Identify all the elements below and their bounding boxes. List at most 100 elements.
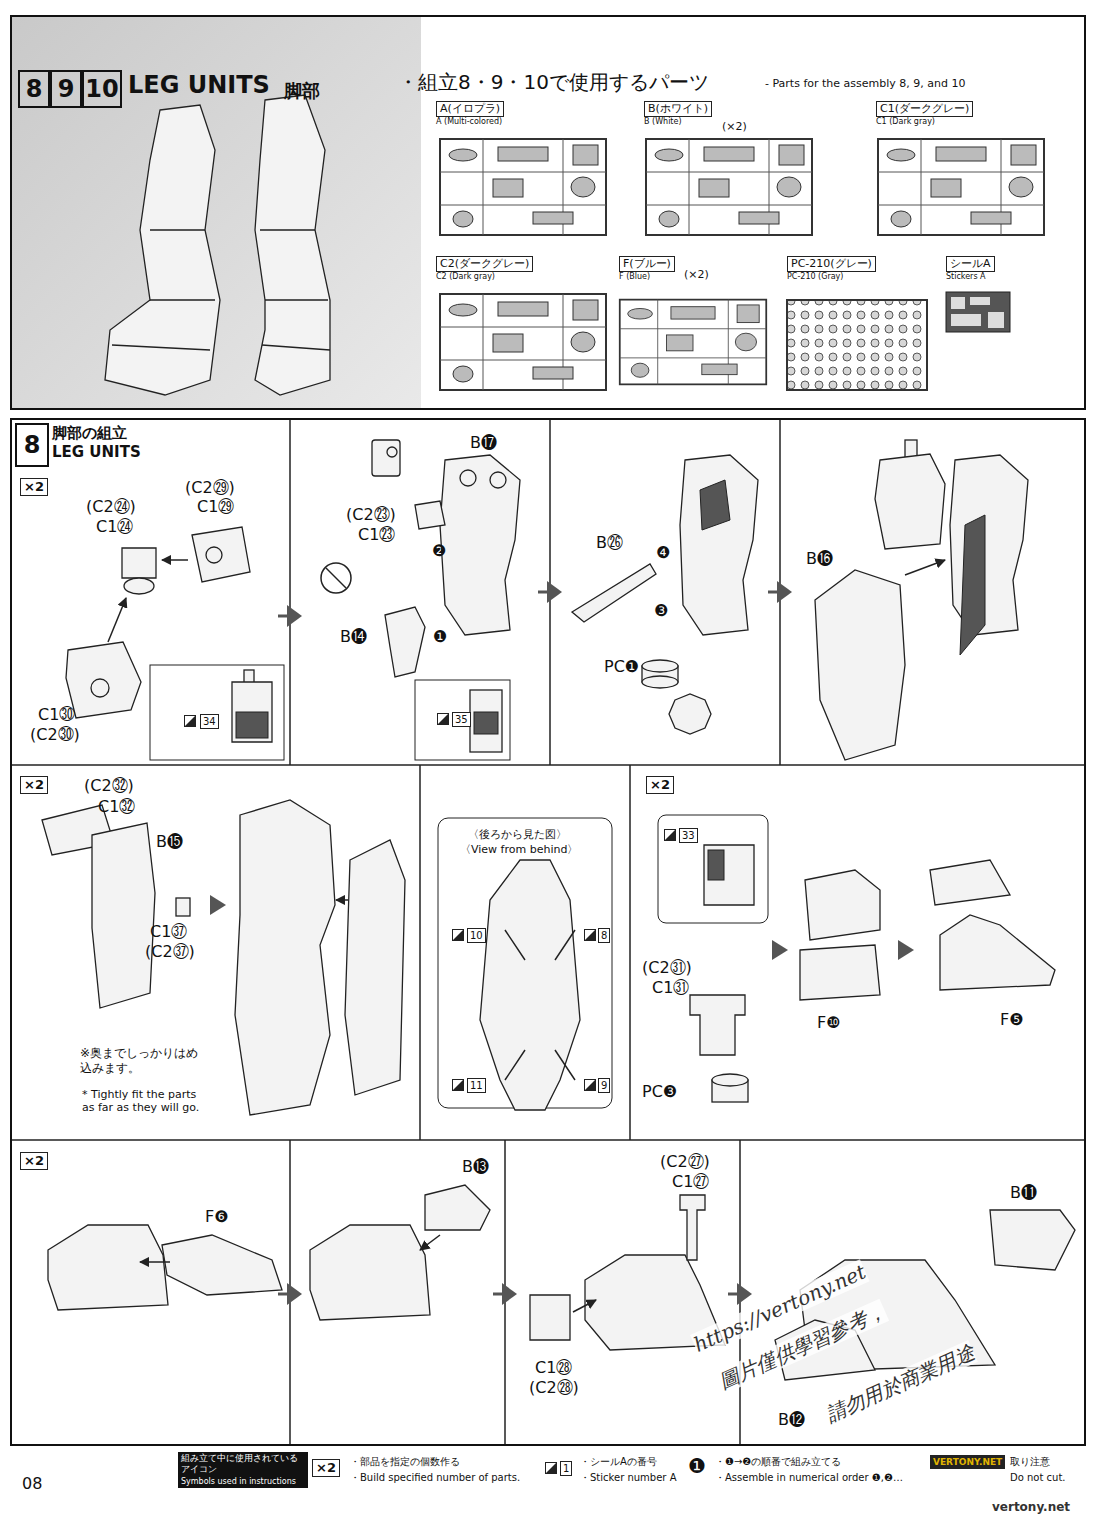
note-text: F (Blue) [619, 272, 650, 282]
step-number-box: 9 [50, 70, 82, 108]
callout-number: B⓬ [778, 1410, 805, 1429]
note-text: ※奥までしっかりはめ込みます。 [80, 1046, 205, 1076]
runner-box: C1(ダークグレー)C1 (Dark gray) [872, 98, 1057, 242]
step-panel: B⓰ [792, 424, 1082, 760]
step-panel: B⓭ [302, 1146, 493, 1442]
arrow-head [287, 1283, 302, 1305]
header-art [255, 95, 330, 395]
runner-label: C1(ダークグレー) [876, 101, 973, 117]
part-drawing [236, 712, 268, 738]
runner-label: シールA [946, 256, 995, 272]
sticker-number: 35 [452, 712, 471, 727]
sticker-number: 11 [467, 1078, 486, 1093]
note-text: ・Assemble in numerical order ❶,❷… [715, 1471, 903, 1484]
part-drawing [385, 607, 425, 677]
part-drawing [805, 870, 880, 940]
step-arrow [493, 1283, 517, 1305]
callout-number: (C2㉛) [642, 958, 692, 977]
callout-number: B⓰ [806, 549, 833, 568]
callout-number: C1㉘ [535, 1358, 572, 1377]
callout-number: (C2㉗) [660, 1152, 710, 1171]
part-drawing [573, 1300, 596, 1312]
part-drawing [815, 570, 905, 760]
step-number-box: 8 [18, 70, 50, 108]
step-heading: 脚部の組立 [52, 424, 127, 442]
key-heading: 組み立て中に使用されているアイコン [178, 1452, 308, 1476]
part-drawing [960, 515, 985, 655]
arrow-head [737, 1283, 752, 1305]
step-number: 8 [15, 423, 49, 467]
sticker-number: 33 [679, 828, 698, 843]
note-text: A (Multi-colored) [436, 117, 502, 127]
panel-divider [289, 418, 291, 765]
quantity-mark: ×2 [646, 776, 674, 794]
part-drawing [585, 930, 596, 941]
runner-art [951, 297, 965, 309]
runner-art [878, 139, 1044, 235]
part-drawing [990, 1210, 1075, 1270]
runner-art [951, 314, 981, 326]
part-drawing [480, 860, 580, 1110]
runner-box: F(ブルー)F (Blue)(×2) [615, 253, 780, 403]
arrow-line [728, 1293, 737, 1296]
runner-art [440, 294, 606, 390]
arrow-line [538, 591, 547, 594]
runner-box: B(ホワイト)B (White)(×2) [640, 98, 830, 242]
runner-box: C2(ダークグレー)C2 (Dark gray) [432, 253, 612, 403]
note-text: 取り注意 [1010, 1455, 1050, 1468]
callout-number: PC❶ [604, 657, 639, 676]
note-text: Stickers A [946, 272, 986, 282]
callout-number: ❷ [432, 541, 446, 560]
part-drawing [438, 714, 449, 725]
step-arrow [728, 1283, 752, 1305]
arrow-line [493, 1293, 502, 1296]
step-panel: ×2(C2㉜)C1㉜B⓯C1㊲(C2㊲)※奥までしっかりはめ込みます。* Tig… [14, 770, 408, 1136]
part-drawing [680, 455, 758, 635]
callout-number: C1㊲ [150, 922, 187, 941]
header-art [11, 16, 421, 409]
part-drawing [235, 800, 335, 1115]
arrow-head [777, 581, 792, 603]
note-text: 〈後ろから見た図〉 [468, 828, 567, 841]
callout-number: ❹ [656, 543, 670, 562]
runner-label: C2(ダークグレー) [436, 256, 533, 272]
part-drawing [708, 850, 724, 880]
arrow-line [278, 615, 287, 618]
part-drawing [490, 472, 506, 488]
note-text: C1 (Dark gray) [876, 117, 935, 127]
part-drawing [372, 440, 400, 476]
step-panel: ×2(C2㉔)C1㉔(C2㉙)C1㉙C1㉚(C2㉚)34 [14, 472, 278, 762]
note-text: Do not cut. [1010, 1471, 1066, 1484]
part-drawing [150, 665, 284, 760]
part-drawing [453, 1080, 464, 1091]
step-panel: B㉖❹❸PC❶ [562, 424, 768, 760]
part-drawing [642, 660, 678, 672]
part-drawing [530, 1295, 570, 1340]
callout-number: C1㉓ [358, 525, 395, 544]
callout-number: F❻ [205, 1207, 229, 1226]
step-number: 8 [18, 70, 50, 108]
part-drawing [108, 598, 126, 642]
part-drawing [680, 1195, 705, 1260]
part-drawing [460, 470, 476, 486]
callout-number: (C2㊲) [145, 942, 195, 961]
arrow-head [547, 581, 562, 603]
parts-heading: ・組立8・9・10で使用するパーツ [398, 70, 709, 94]
part-drawing [345, 840, 405, 1095]
callout-number: (C2㉓) [346, 505, 396, 524]
runner-label: PC-210(グレー) [787, 256, 876, 272]
part-drawing [930, 860, 1010, 905]
step-arrow [278, 605, 302, 627]
callout-number: (C2㉜) [84, 776, 134, 795]
part-drawing [185, 716, 196, 727]
note-text: ・Sticker number A [580, 1471, 676, 1484]
part-drawing [92, 823, 155, 1008]
part-drawing [546, 1463, 557, 1474]
callout-number: (C2㉘) [529, 1378, 579, 1397]
part-drawing [800, 945, 880, 1000]
page-title: LEG UNITS [128, 70, 270, 100]
note-text: B (White) [644, 117, 682, 127]
part-drawing [206, 547, 222, 563]
callout-number: F❿ [817, 1013, 841, 1032]
